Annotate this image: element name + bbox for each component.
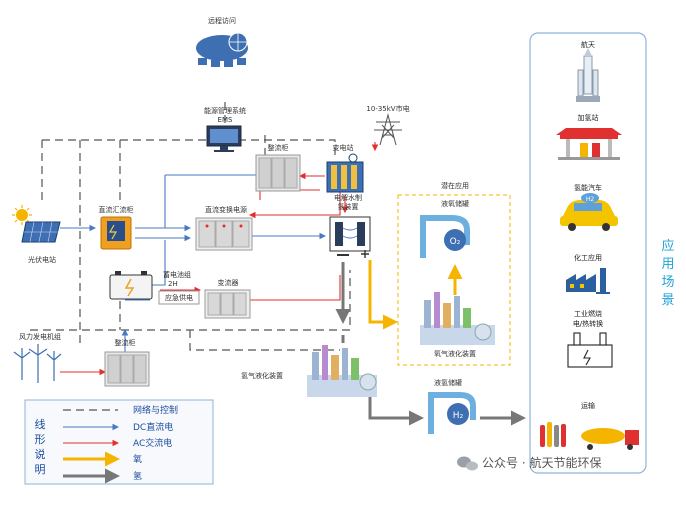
chemical-plant-icon (566, 268, 610, 294)
solar-panel-icon (21, 221, 61, 243)
transformer-icon (326, 153, 364, 193)
h2-tank-label: 液氢储罐 (434, 378, 462, 387)
remote-access-icon (196, 32, 248, 67)
grid-label: 10-35kV市电 (366, 104, 409, 113)
emergency-box (158, 290, 200, 305)
potential-application-box (397, 194, 511, 366)
app-fuel-station-label: 加氢站 (578, 113, 599, 122)
legend-side-2: 形 (35, 433, 46, 446)
network-lines (30, 102, 351, 351)
hydrogen-car-icon: H2 (560, 193, 618, 231)
legend-side-4: 明 (35, 463, 46, 476)
app-industrial-sublabel: 电/热转换 (573, 319, 603, 328)
inverter-cabinet-icon (204, 289, 251, 319)
electrolyzer-sublabel: 氢装置 (338, 202, 359, 211)
app-h2-car-label: 氢能汽车 (574, 183, 602, 192)
o2-symbol: O₂ (450, 237, 461, 247)
legend-ac-label: AC交流电 (133, 437, 172, 449)
wind-label: 风力发电机组 (19, 332, 61, 341)
app-chemical-label: 化工应用 (574, 253, 602, 262)
o2-liquefy-label: 氧气液化装置 (434, 349, 476, 358)
app-title-char-3: 场 (661, 275, 674, 290)
app-transport-label: 运输 (581, 401, 595, 410)
rectifier-top-label: 整流柜 (268, 143, 289, 152)
ems-monitor-icon (206, 125, 242, 152)
o2-tank-label: 液氧储罐 (441, 199, 469, 208)
wind-turbine-icon (13, 344, 62, 383)
legend-oxygen-label: 氧 (133, 453, 142, 465)
remote-access-label: 远程访问 (208, 16, 236, 25)
rectifier-top-icon (255, 154, 301, 192)
rectifier-bottom-icon (104, 351, 150, 387)
dc-combiner-label: 直流汇流柜 (99, 205, 134, 214)
rocket-icon (576, 48, 600, 102)
legend-network-label: 网络与控制 (133, 404, 178, 416)
legend-box (24, 399, 214, 485)
rectifier-bottom-label: 整流柜 (115, 338, 136, 347)
app-title-char-1: 应 (661, 238, 674, 254)
electrolyzer-icon (329, 216, 371, 258)
h2-liquefaction-plant-icon (307, 345, 377, 397)
wechat-icon (457, 456, 478, 471)
ems-label: 能源管理系统 (204, 106, 246, 115)
sun-icon (12, 205, 32, 225)
app-title-char-4: 景 (661, 293, 674, 308)
inverter-label: 变流器 (218, 278, 239, 287)
o2-liquefaction-plant-icon (420, 292, 495, 345)
battery-icon (109, 271, 153, 300)
hydrogen-lines (335, 262, 526, 426)
ems-sublabel: EMS (218, 116, 233, 124)
industrial-burner-icon (567, 332, 613, 368)
dcdc-cabinet-icon (195, 217, 253, 251)
svg-text:H2: H2 (586, 196, 595, 203)
transport-truck-icon (540, 422, 639, 450)
potential-title: 潜在应用 (441, 181, 469, 190)
legend-dc-label: DC直流电 (133, 421, 173, 433)
app-industrial-label: 工业燃烧 (574, 309, 602, 318)
o2-tank-icon: O₂ (420, 215, 470, 258)
battery-sublabel: 2H (168, 280, 178, 288)
h2-liquefy-label: 氢气液化装置 (241, 371, 283, 380)
emergency-label: 应急供电 (165, 293, 193, 302)
substation-label: 变电站 (333, 143, 354, 152)
legend-hydrogen-label: 氢 (133, 470, 142, 482)
h2-symbol: H₂ (453, 411, 464, 421)
dcdc-label: 直流变换电源 (205, 205, 247, 214)
legend-side-1: 线 (35, 417, 46, 431)
dc-lines (60, 171, 327, 370)
application-panel (529, 32, 647, 474)
power-tower-icon (374, 113, 402, 146)
app-title-char-2: 用 (661, 257, 674, 272)
legend-side-3: 说 (35, 447, 46, 461)
watermark-text: 公众号 · 航天节能环保 (482, 455, 601, 470)
dc-combiner-icon (100, 216, 132, 250)
battery-label: 蓄电池组 (163, 270, 191, 279)
h2-tank-icon: H₂ (428, 392, 476, 434)
oxygen-lines (368, 260, 463, 330)
electrolyzer-label: 电解水制 (334, 193, 362, 202)
pv-label: 光伏电站 (28, 255, 56, 264)
app-aerospace-label: 航天 (581, 40, 595, 49)
fuel-station-icon (556, 128, 622, 160)
